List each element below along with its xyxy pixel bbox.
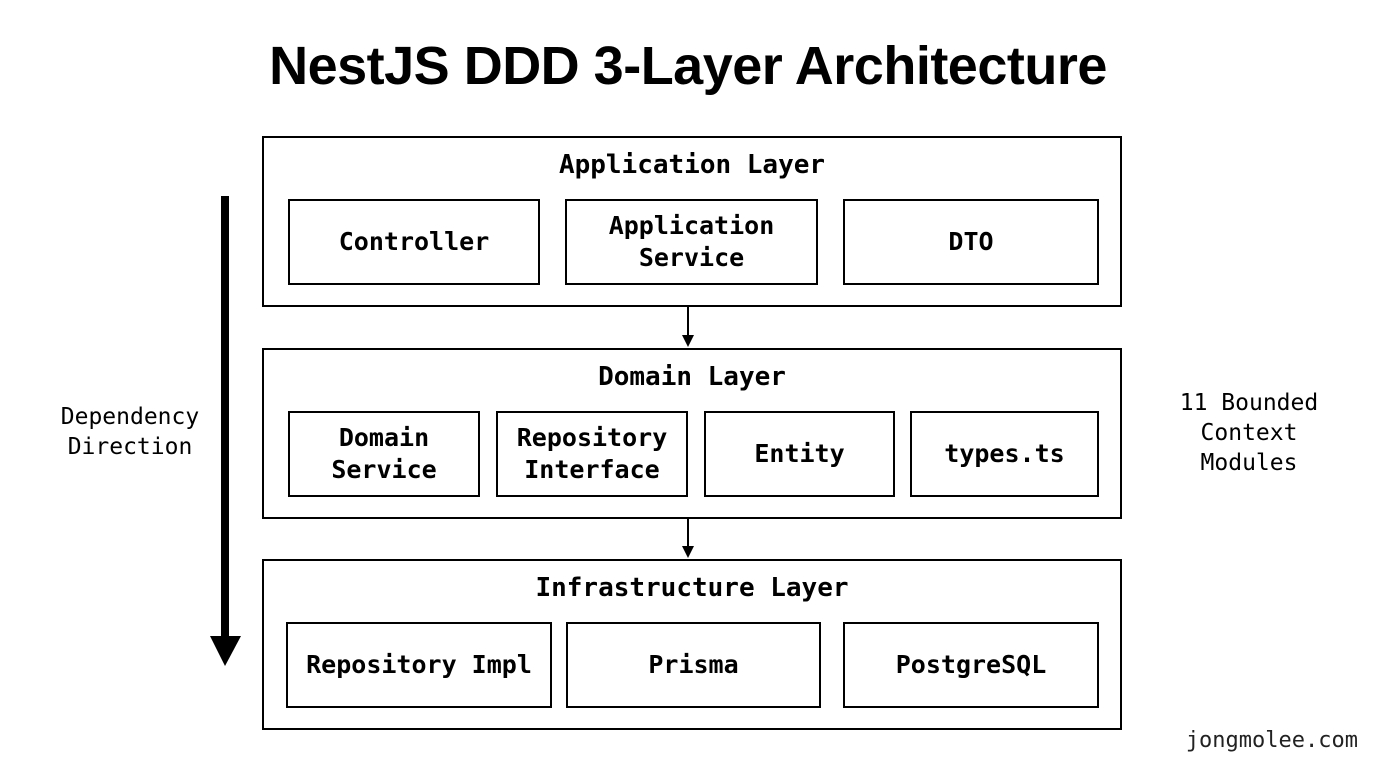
- layer-title: Infrastructure Layer: [535, 573, 849, 603]
- domain-service-box: Domain Service: [288, 411, 480, 497]
- dependency-direction-arrow: [210, 196, 241, 666]
- bounded-context-label: 11 Bounded Context Modules: [1179, 390, 1319, 476]
- layer-title: Domain Layer: [598, 362, 786, 392]
- dependency-direction-label: Dependency Direction: [60, 404, 200, 460]
- repository-impl-box: Repository Impl: [286, 622, 552, 708]
- application-layer: Application Layer Controller Application…: [262, 136, 1122, 307]
- footer-credit: jongmolee.com: [1185, 728, 1358, 753]
- prisma-box: Prisma: [566, 622, 821, 708]
- domain-to-infrastructure-arrow: [682, 519, 694, 558]
- controller-box: Controller: [288, 199, 540, 285]
- infrastructure-layer: Infrastructure Layer Repository Impl Pri…: [262, 559, 1122, 730]
- repository-interface-box: Repository Interface: [496, 411, 688, 497]
- application-to-domain-arrow: [682, 307, 694, 347]
- domain-layer: Domain Layer Domain Service Repository I…: [262, 348, 1122, 519]
- postgresql-box: PostgreSQL: [843, 622, 1099, 708]
- entity-box: Entity: [704, 411, 895, 497]
- layer-title: Application Layer: [558, 150, 826, 180]
- page-title: NestJS DDD 3-Layer Architecture: [269, 36, 1107, 96]
- application-service-box: Application Service: [565, 199, 818, 285]
- dto-box: DTO: [843, 199, 1099, 285]
- types-ts-box: types.ts: [910, 411, 1099, 497]
